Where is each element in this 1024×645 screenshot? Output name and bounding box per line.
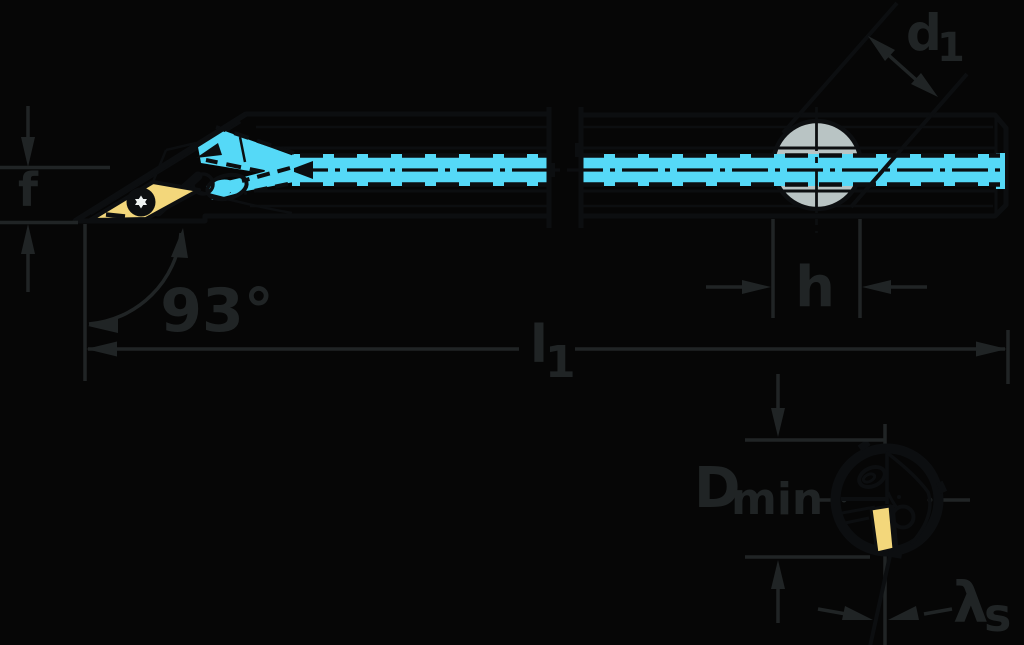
break-symbol xyxy=(546,107,584,228)
lambda-arrow-right xyxy=(888,606,919,620)
coolant-jet-upper xyxy=(197,130,294,178)
lambda-tilted-line xyxy=(868,550,893,645)
screw-star-b xyxy=(135,199,147,209)
label-d1-sub: 1 xyxy=(937,25,965,71)
bore-wall-lines xyxy=(254,146,995,193)
cutting-head xyxy=(73,111,293,224)
label-lambda-sub: s xyxy=(984,588,1011,642)
break-notch-right xyxy=(575,143,581,157)
dim-l1 xyxy=(86,330,1010,384)
endview-lugs xyxy=(857,439,948,559)
endview-coolant-hole-inner xyxy=(861,472,877,484)
l1-arrow-right xyxy=(976,341,1007,357)
insert-edge-mark xyxy=(105,212,126,219)
label-f: f xyxy=(18,163,39,217)
dim-f xyxy=(0,106,110,292)
Dmin-arrow-down xyxy=(771,408,785,437)
endview-insert-edge xyxy=(889,504,899,552)
label-d1-base: d xyxy=(906,4,942,62)
endview-pocket-curve xyxy=(884,450,932,546)
f-lines xyxy=(0,106,110,292)
label-Dmin-sub: min xyxy=(731,474,823,525)
endview-centerlines xyxy=(812,424,970,645)
lug-top-left xyxy=(857,439,871,452)
lug-right xyxy=(936,480,948,494)
dim-lambda xyxy=(817,550,953,645)
flow-arrowhead xyxy=(289,161,313,179)
coolant-channel xyxy=(196,125,1008,200)
angle-arrow-top xyxy=(171,228,188,258)
angle-arrow-bottom xyxy=(88,316,118,333)
clamp-nose xyxy=(191,172,215,196)
jet-lower-dashes xyxy=(241,166,291,195)
label-Dmin-base: D xyxy=(694,456,740,521)
f-arrow-up xyxy=(21,224,35,254)
d1-arrow-lower xyxy=(911,73,938,97)
cylinder-edge-highlights xyxy=(250,125,993,208)
endview-screw-tail xyxy=(886,491,899,509)
Dmin-arrow-up xyxy=(771,560,785,589)
h-arrow-left xyxy=(742,280,771,294)
label-l1-sub: 1 xyxy=(545,337,576,388)
dim-h xyxy=(706,219,927,318)
label-l1-base: l xyxy=(530,315,548,375)
d1-tangent-lines xyxy=(781,1,969,209)
lambda-arrow-left xyxy=(842,606,873,620)
dim-angle xyxy=(83,224,188,381)
l1-arrow-left xyxy=(86,341,117,357)
h-lines xyxy=(706,219,927,318)
endview-dot xyxy=(897,495,901,499)
d1-arrow-upper xyxy=(868,36,895,61)
lug-bottom xyxy=(891,550,903,559)
endview-coolant-hole xyxy=(857,465,887,489)
break-notch-left xyxy=(549,163,555,177)
dim-Dmin xyxy=(745,374,884,623)
channel-dashed-walls xyxy=(300,153,1000,187)
label-h: h xyxy=(795,255,835,320)
end-view xyxy=(812,424,970,645)
f-arrow-down xyxy=(21,137,35,167)
head-slant-edge xyxy=(73,111,248,224)
lambda-stems xyxy=(817,607,953,616)
h-arrow-right xyxy=(862,280,891,294)
label-lambda-base: λ xyxy=(953,571,988,636)
label-approach-angle: 93° xyxy=(160,276,274,346)
labels: f 93° l 1 h d 1 D min λ s xyxy=(18,4,1011,642)
jet-upper-arrowhead xyxy=(196,143,222,158)
l1-lines xyxy=(88,330,1010,384)
Dmin-lines xyxy=(745,374,884,623)
dim-d1 xyxy=(781,1,969,209)
